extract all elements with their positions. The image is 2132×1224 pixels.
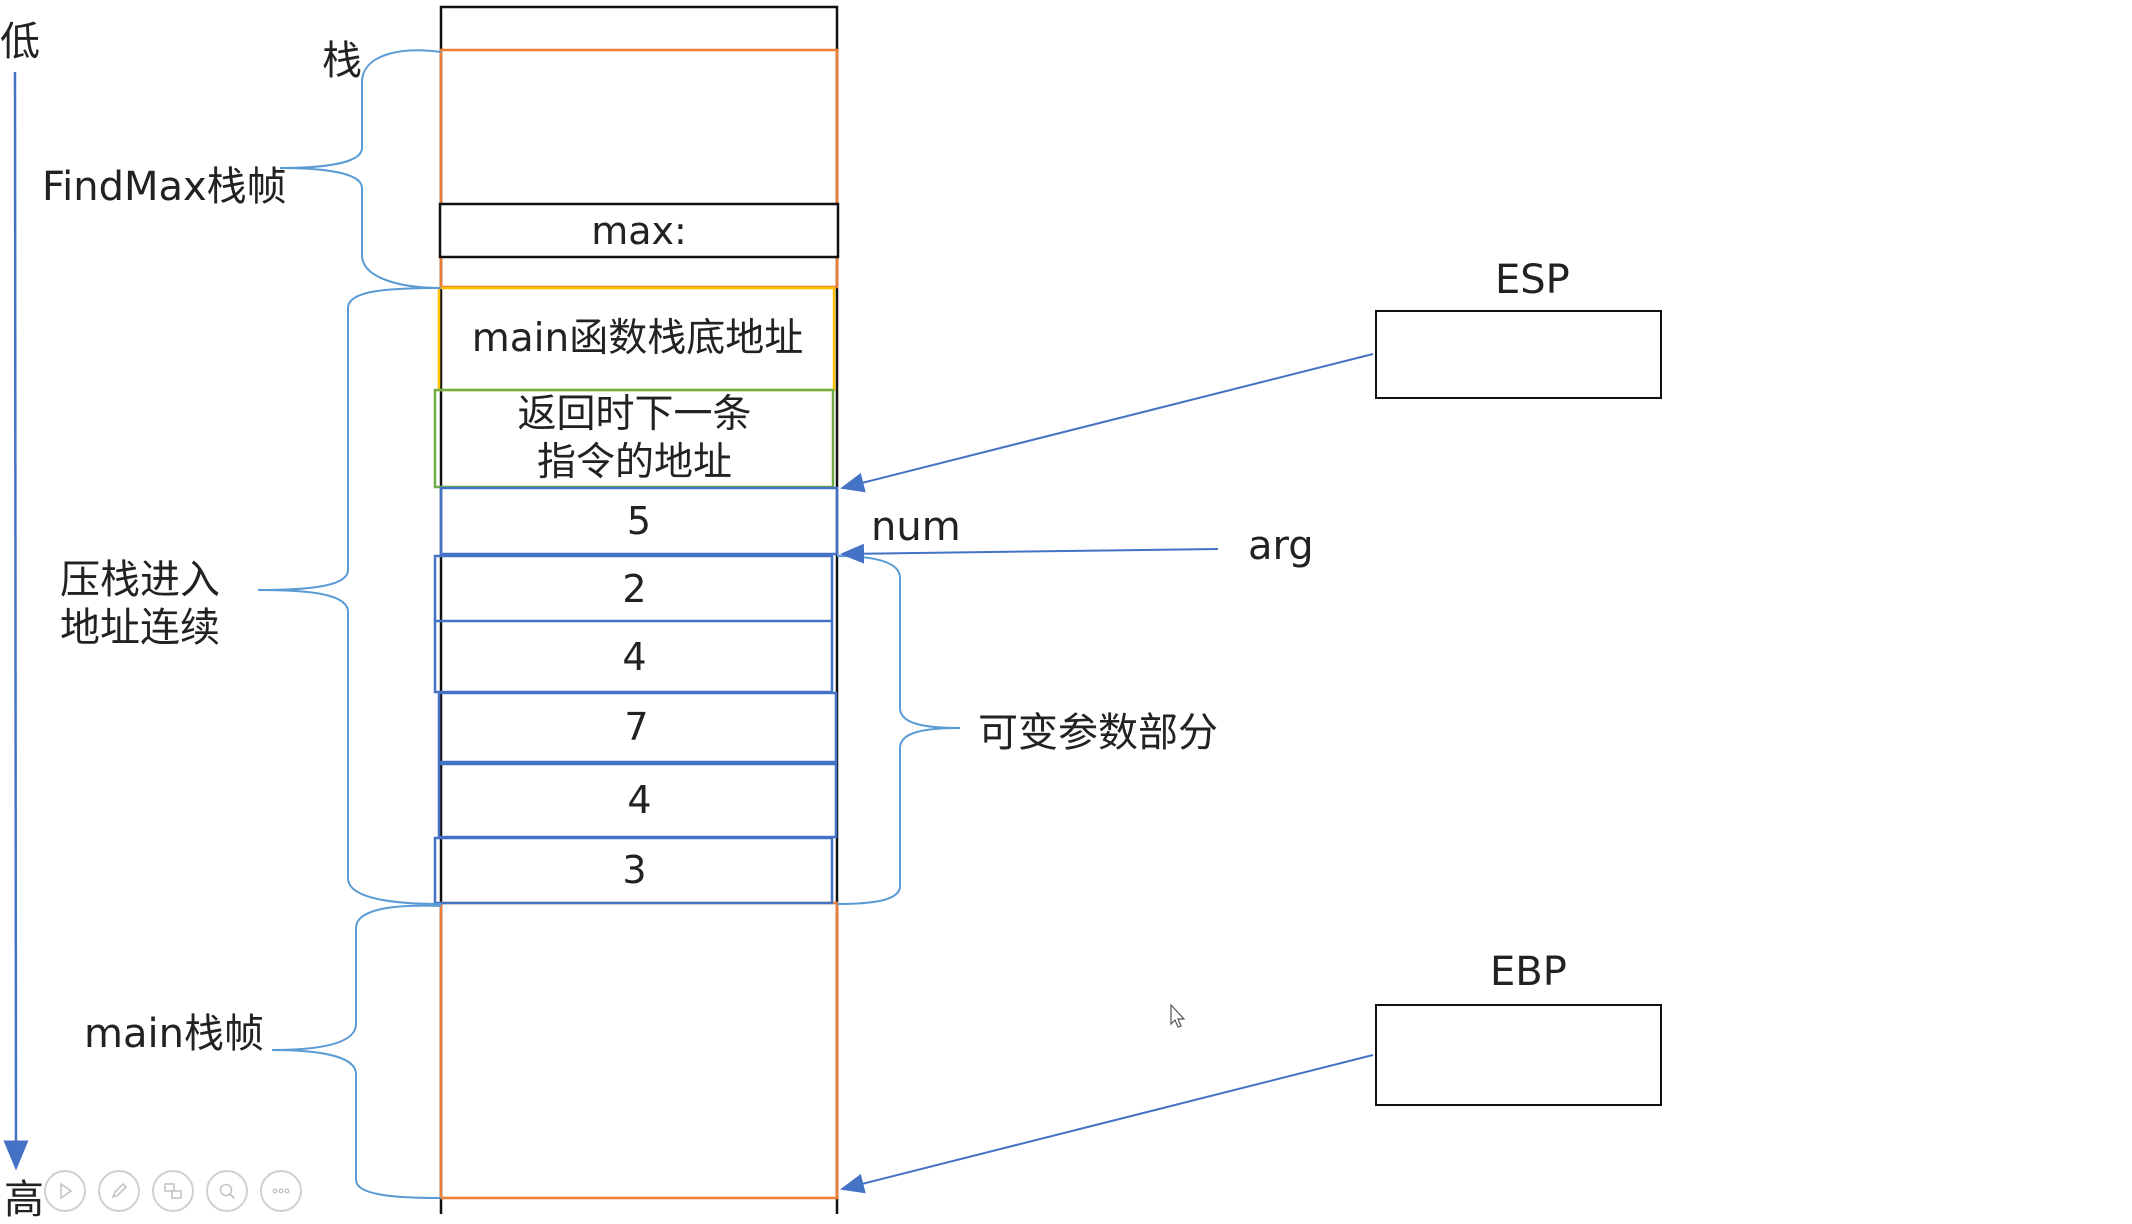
address-axis-line bbox=[3, 71, 29, 1171]
more-button[interactable] bbox=[260, 1170, 302, 1212]
stack-outline bbox=[439, 5, 839, 1214]
vararg-cell: 7 bbox=[624, 705, 649, 750]
main-frame-label: main栈帧 bbox=[84, 1011, 264, 1057]
return-address-cell: 返回时下一条 指令的地址 bbox=[437, 392, 832, 486]
vararg-cell: 4 bbox=[622, 634, 647, 679]
pushed-frame-label-line2: 地址连续 bbox=[60, 605, 220, 651]
axis-low-label: 低 bbox=[0, 19, 40, 65]
num-label: num bbox=[871, 504, 961, 550]
num-cell: 5 bbox=[626, 498, 652, 543]
variadic-bracket bbox=[836, 555, 961, 905]
axis-high-label: 高 bbox=[4, 1177, 44, 1223]
findmax-frame-label: FindMax栈帧 bbox=[42, 164, 287, 210]
ebp-register-box bbox=[1375, 1004, 1662, 1106]
pen-icon bbox=[111, 1182, 128, 1199]
pushed-frame-label-line1: 压栈进入 bbox=[60, 557, 220, 603]
esp-label: ESP bbox=[1495, 257, 1570, 303]
findmax-bracket bbox=[279, 49, 442, 289]
vararg-cell-border-b bbox=[437, 691, 838, 764]
main-base-address-cell: main函数栈底地址 bbox=[471, 316, 804, 362]
vararg-cell-border-d bbox=[433, 836, 834, 905]
zoom-icon bbox=[219, 1183, 236, 1200]
vararg-cell: 4 bbox=[627, 778, 652, 823]
return-address-line2: 指令的地址 bbox=[536, 440, 732, 485]
slideshow-toolbar bbox=[44, 1170, 302, 1212]
main-bracket bbox=[271, 904, 442, 1199]
screens-button[interactable] bbox=[152, 1170, 194, 1212]
ebp-label: EBP bbox=[1490, 949, 1567, 995]
more-icon bbox=[272, 1188, 290, 1194]
screens-icon bbox=[164, 1183, 182, 1199]
main-frame-border bbox=[439, 901, 839, 1200]
ebp-arrow bbox=[840, 1054, 1374, 1194]
num-cell-border bbox=[439, 486, 839, 556]
return-address-line1: 返回时下一条 bbox=[517, 392, 752, 438]
pen-button[interactable] bbox=[98, 1170, 140, 1212]
vararg-cell: 3 bbox=[622, 848, 647, 893]
stack-title: 栈 bbox=[322, 38, 362, 84]
arg-arrow bbox=[840, 543, 1219, 564]
zoom-button[interactable] bbox=[206, 1170, 248, 1212]
esp-arrow bbox=[840, 353, 1374, 493]
pushed-bracket bbox=[257, 287, 442, 905]
esp-register-box bbox=[1375, 310, 1662, 399]
arg-label: arg bbox=[1248, 523, 1314, 569]
play-button[interactable] bbox=[44, 1170, 86, 1212]
mouse-cursor-icon bbox=[1170, 1003, 1186, 1028]
max-cell: max: bbox=[591, 208, 687, 253]
play-icon bbox=[60, 1182, 73, 1200]
max-cell-border bbox=[438, 202, 840, 259]
variadic-label: 可变参数部分 bbox=[978, 710, 1218, 756]
vararg-cell: 2 bbox=[622, 566, 647, 611]
